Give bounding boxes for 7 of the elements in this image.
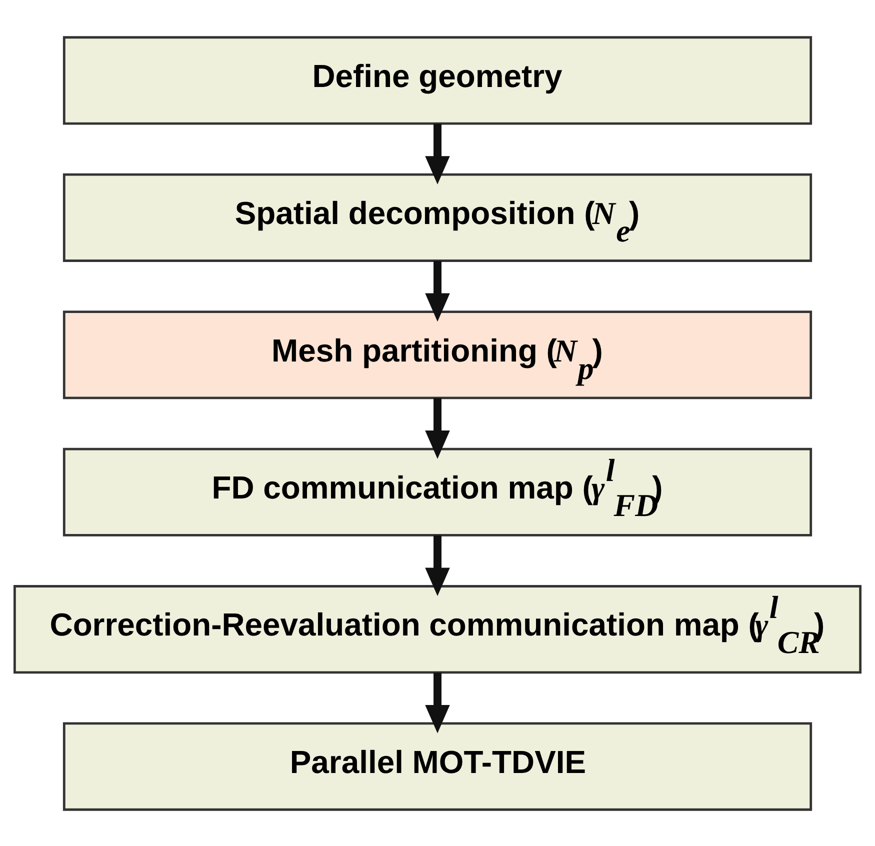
arrow [425, 534, 450, 596]
arrow [425, 672, 450, 733]
node-box: Define geometry [62, 36, 812, 124]
arrow [425, 260, 450, 322]
arrow [425, 398, 450, 458]
node-box: Parallel MOT-TDVIE [62, 722, 812, 810]
arrow [425, 123, 450, 184]
